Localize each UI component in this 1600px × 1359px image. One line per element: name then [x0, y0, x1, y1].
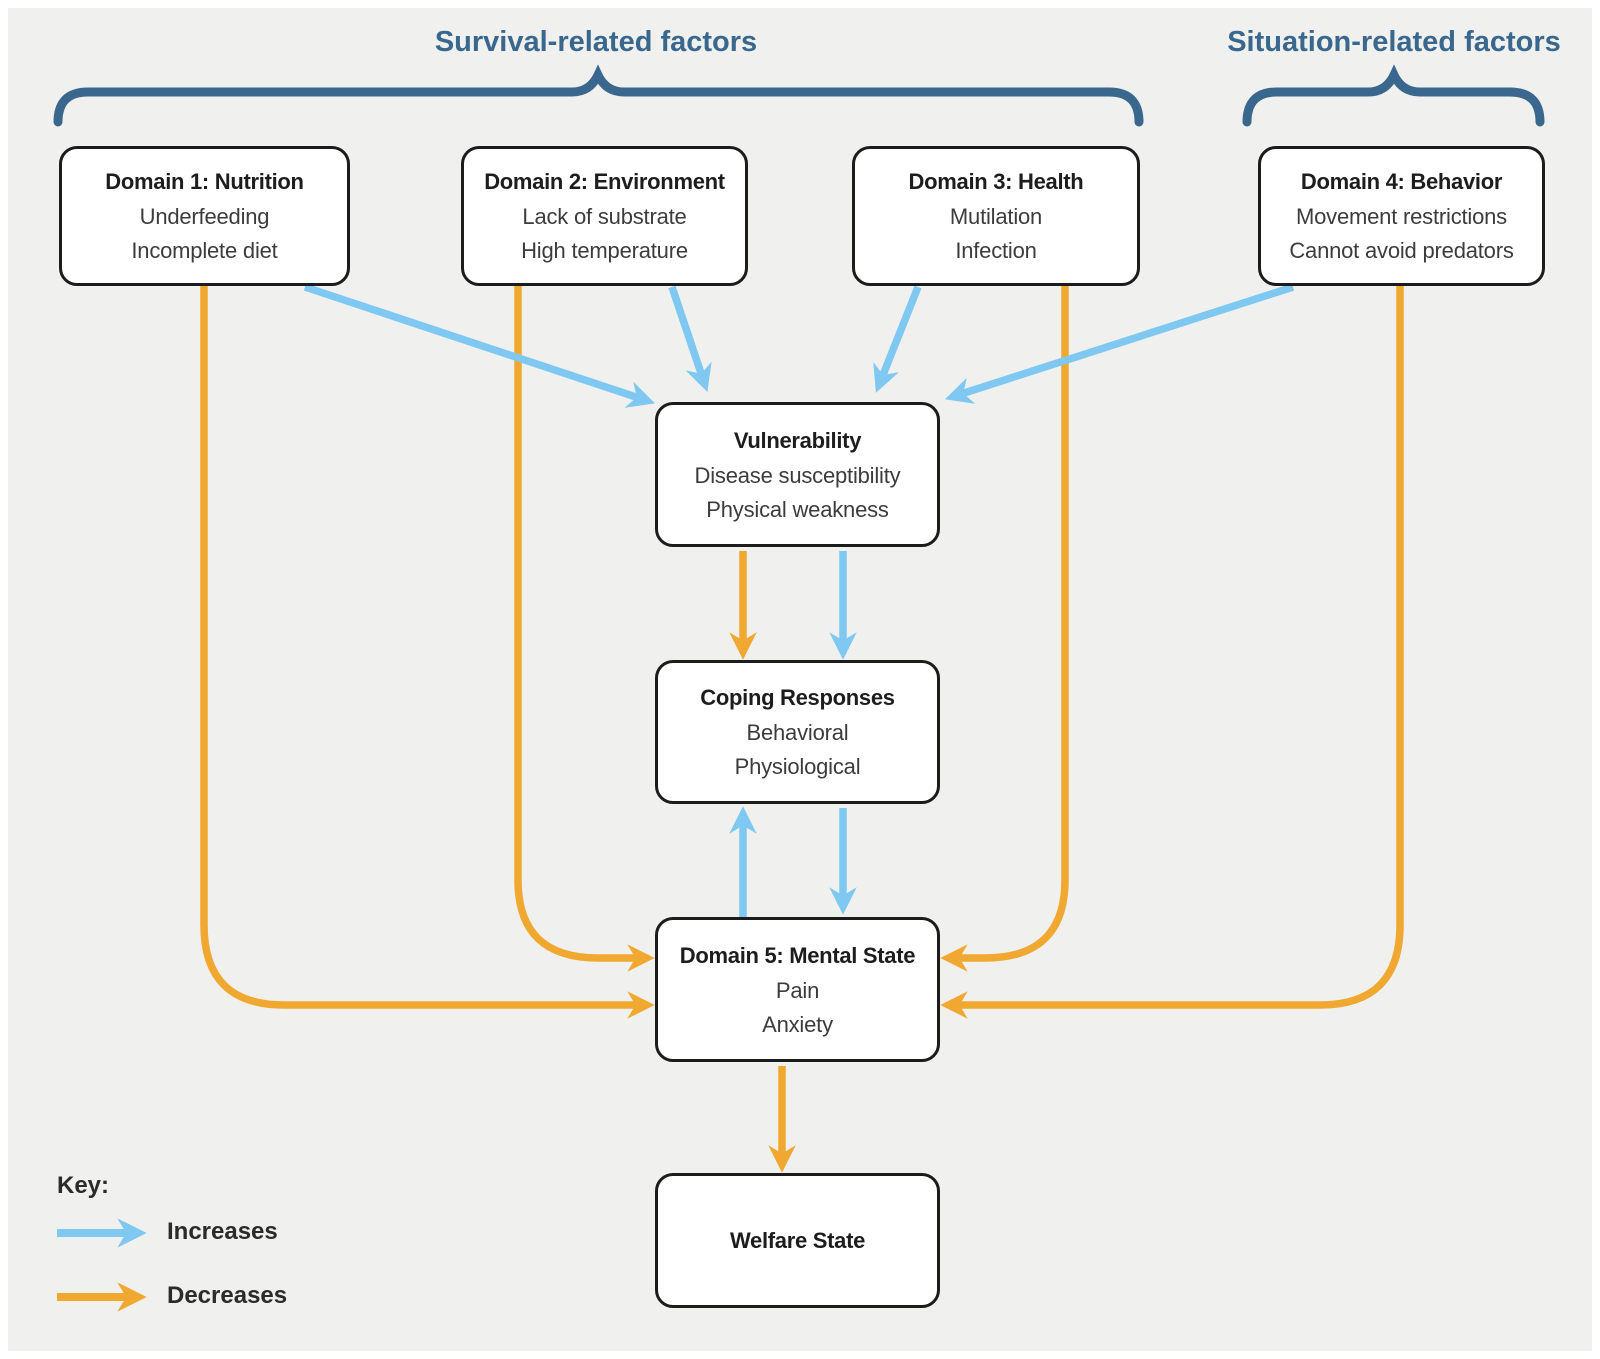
node-title: Domain 5: Mental State: [679, 942, 916, 968]
edge-domain3-increases-vulnerability: [873, 285, 922, 393]
node-title: Domain 4: Behavior: [1300, 169, 1503, 194]
edge-domain4-decreases-domain5: [940, 284, 1404, 1019]
edge-domain2-decreases-domain5: [514, 284, 655, 972]
edge-domain3-decreases-domain5: [940, 284, 1069, 972]
edge-domain1-decreases-domain5: [200, 284, 655, 1019]
survival-group-brace: [53, 64, 1144, 127]
edge-domain1-increases-vulnerability: [303, 283, 656, 408]
node-line: Movement restrictions: [1296, 204, 1507, 229]
node-line: Pain: [775, 977, 820, 1003]
node-line: Anxiety: [762, 1011, 833, 1037]
node-line: Disease susceptibility: [694, 462, 901, 488]
node-line: Behavioral: [746, 720, 849, 745]
node-line: Physical weakness: [706, 496, 889, 522]
node-line: High temperature: [521, 238, 688, 263]
node-line: Lack of substrate: [522, 204, 687, 229]
node-line: Mutilation: [949, 204, 1043, 229]
node-title: Coping Responses: [700, 685, 895, 710]
node-vulnerability: Vulnerability Disease susceptibility Phy…: [655, 402, 940, 547]
edge-domain2-increases-vulnerability: [668, 285, 712, 393]
situation-group-title: Situation-related factors: [1227, 26, 1561, 58]
node-domain1-nutrition: Domain 1: Nutrition Underfeeding Incompl…: [59, 146, 350, 286]
node-line: Underfeeding: [139, 204, 270, 229]
node-domain3-health: Domain 3: Health Mutilation Infection: [852, 146, 1140, 286]
edge-domain4-increases-vulnerability: [944, 283, 1295, 404]
node-welfare-state: Welfare State: [655, 1173, 940, 1308]
node-title: Vulnerability: [733, 427, 862, 453]
node-domain2-environment: Domain 2: Environment Lack of substrate …: [461, 146, 748, 286]
node-line: Cannot avoid predators: [1289, 238, 1514, 263]
key-increases-label: Increases: [167, 1218, 278, 1245]
situation-group-brace: [1242, 64, 1545, 127]
key-title: Key:: [57, 1172, 110, 1199]
node-domain5-mental-state: Domain 5: Mental State Pain Anxiety: [655, 917, 940, 1062]
node-title: Domain 1: Nutrition: [105, 169, 304, 194]
node-coping-responses: Coping Responses Behavioral Physiologica…: [655, 660, 940, 804]
node-title: Domain 3: Health: [908, 169, 1084, 194]
node-line: Physiological: [734, 754, 861, 779]
node-line: Incomplete diet: [131, 238, 278, 263]
node-domain4-behavior: Domain 4: Behavior Movement restrictions…: [1258, 146, 1545, 286]
node-title: Welfare State: [729, 1227, 866, 1253]
node-title: Domain 2: Environment: [484, 169, 725, 194]
key-decreases-label: Decreases: [167, 1282, 288, 1309]
node-line: Infection: [955, 238, 1037, 263]
survival-group-title: Survival-related factors: [434, 26, 758, 58]
